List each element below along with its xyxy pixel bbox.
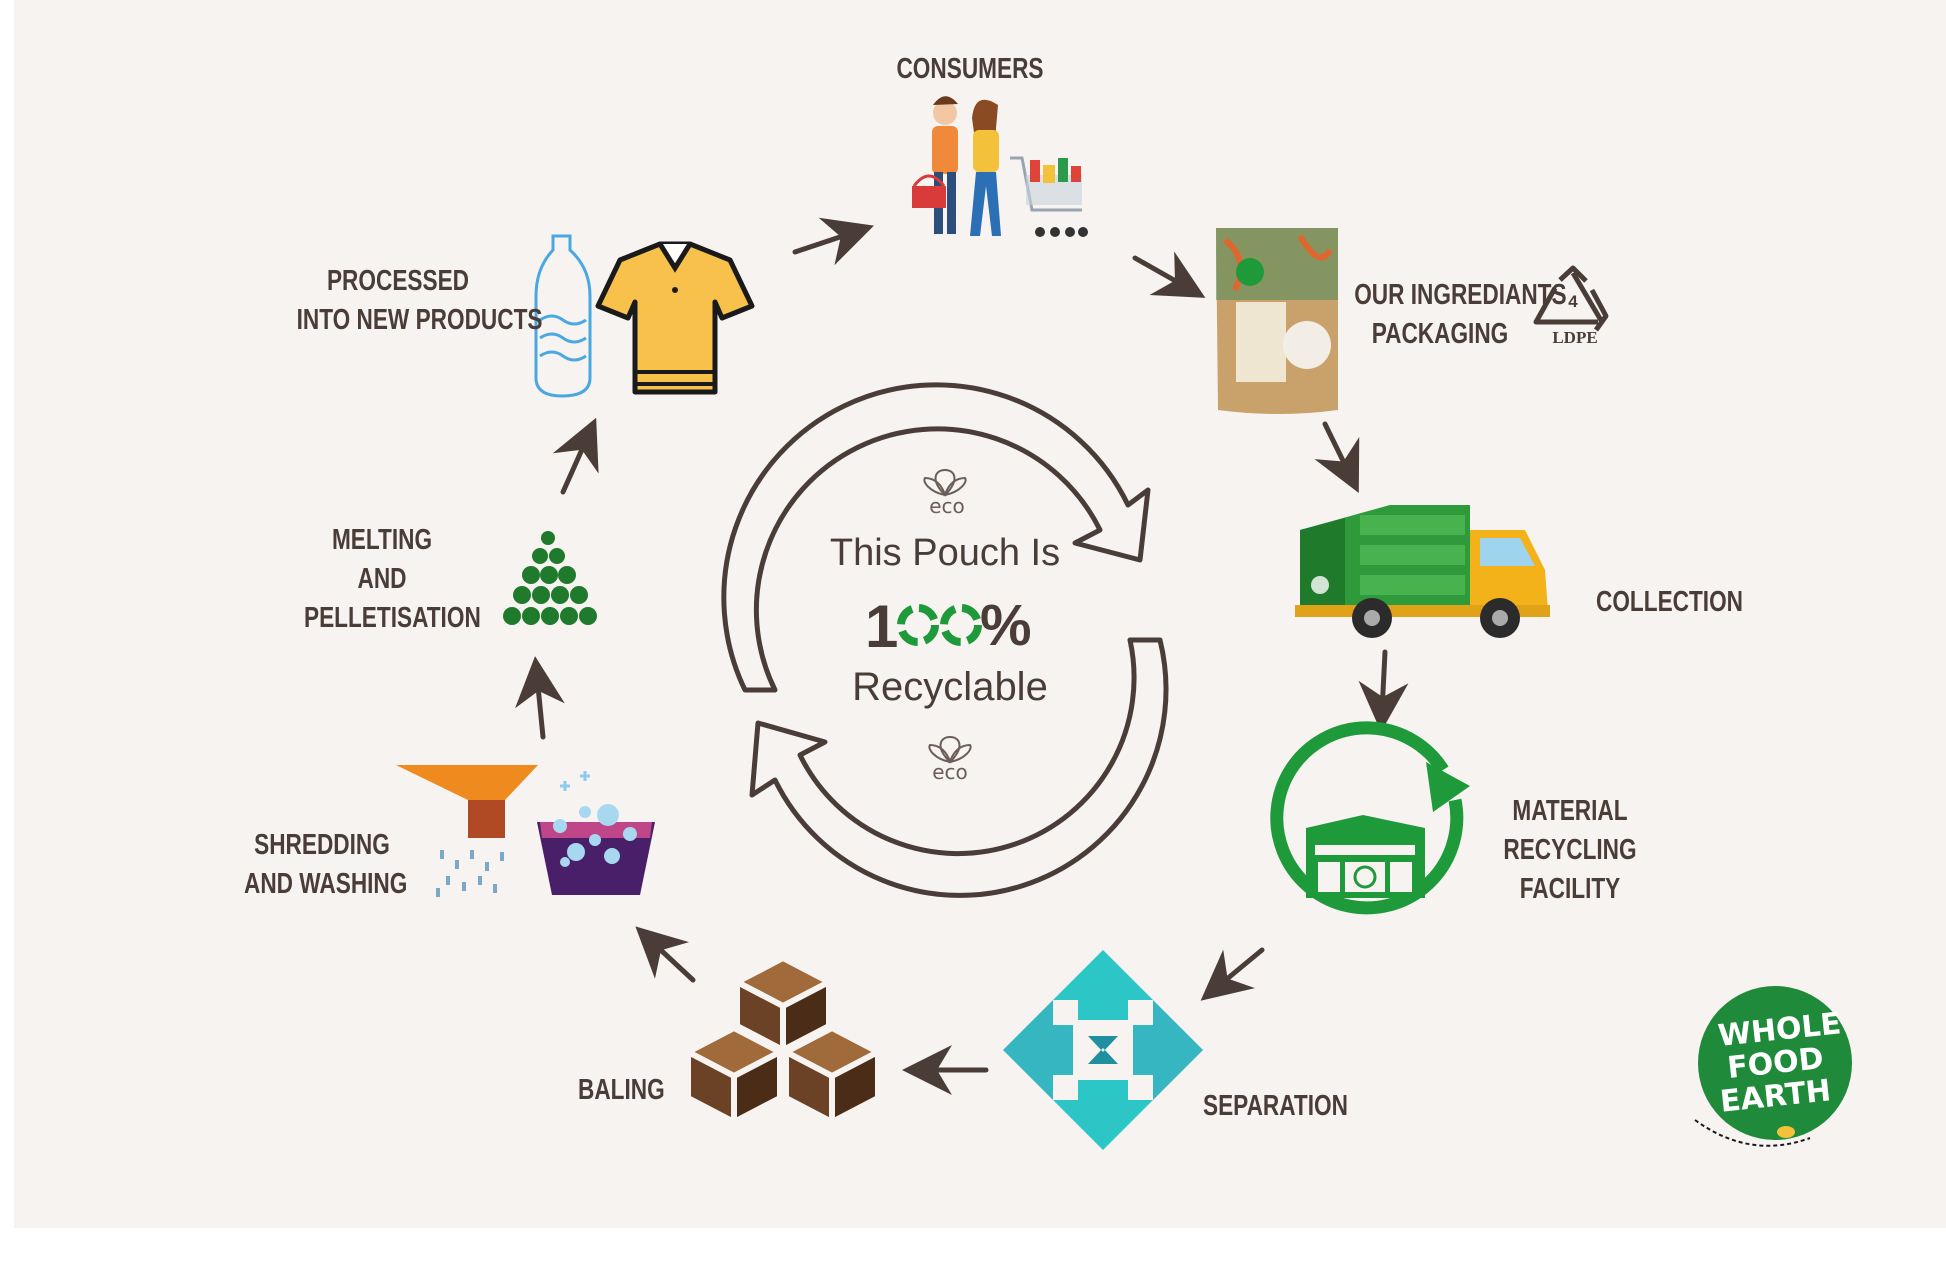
separation-icon (1003, 950, 1203, 1150)
label-mrf-line-2: RECYCLING (1503, 834, 1637, 866)
label-collection-line: COLLECTION (1596, 586, 1744, 618)
label-melting-line-3: PELLETISATION (304, 602, 481, 634)
label-mrf-line-1: MATERIAL (1512, 795, 1628, 827)
ldpe-code: LDPE (1552, 328, 1598, 347)
label-shredding: SHREDDING AND WASHING (244, 826, 408, 904)
label-consumers-line: CONSUMERS (896, 53, 1044, 85)
label-shredding-line-1: SHREDDING (254, 829, 390, 861)
eco-leaf-icon-top (923, 468, 967, 497)
flow-arrows (515, 217, 1409, 1095)
label-mrf: MATERIAL RECYCLING FACILITY (1492, 792, 1648, 909)
label-separation-line: SEPARATION (1203, 1090, 1348, 1122)
label-packaging-line-2: PACKAGING (1371, 318, 1509, 350)
arrow-packaging-to-collection (1314, 421, 1360, 493)
pellets-pyramid-icon (503, 531, 597, 625)
eco-label-bottom: eco (932, 760, 968, 784)
eco-label-top: eco (929, 494, 965, 518)
label-baling: BALING (578, 1071, 665, 1110)
consumers-icon (912, 96, 1088, 237)
label-collection: COLLECTION (1596, 583, 1743, 622)
label-shredding-line-2: AND WASHING (244, 868, 408, 900)
center-line-1: This Pouch Is (829, 532, 1061, 574)
arrow-melting-to-processed (552, 417, 599, 495)
packaging-pouch-icon (1216, 228, 1338, 414)
label-separation: SEPARATION (1203, 1087, 1348, 1126)
label-melting-line-2: AND (357, 563, 407, 595)
arrow-shredding-to-melting (515, 656, 565, 740)
label-packaging: OUR INGREDIANTS PACKAGING (1354, 276, 1567, 354)
ldpe-number: 4 (1568, 292, 1578, 311)
label-baling-line: BALING (578, 1074, 665, 1106)
baling-cubes-icon (685, 955, 881, 1125)
percent-sign: % (980, 593, 1032, 658)
bottle-and-shirt-icon (534, 234, 755, 398)
ldpe-recycle-symbol-icon (1533, 265, 1609, 332)
label-consumers: CONSUMERS (892, 50, 1048, 89)
label-processed: PROCESSED INTO NEW PRODUCTS (296, 262, 543, 340)
arrow-processed-to-consumers (792, 217, 874, 266)
whole-food-earth-logo (1694, 986, 1852, 1147)
label-melting: MELTING AND PELLETISATION (304, 521, 481, 638)
label-packaging-line-1: OUR INGREDIANTS (1354, 279, 1567, 311)
label-mrf-line-3: FACILITY (1519, 873, 1621, 905)
arrow-mrf-to-separation (1200, 947, 1265, 1001)
arrow-consumers-to-packaging (1132, 251, 1206, 298)
center-line-3: Recyclable (852, 665, 1048, 709)
arrow-baling-to-shredding (635, 926, 696, 983)
center-recycle-arrows (721, 382, 1169, 898)
eco-leaf-icon-bottom (928, 735, 972, 764)
percent-digit: 1 (865, 593, 899, 660)
percent-zeros-icon (897, 604, 982, 646)
label-processed-line-2: INTO NEW PRODUCTS (296, 304, 543, 336)
center-arrow-top (721, 382, 1151, 693)
label-melting-line-1: MELTING (331, 524, 433, 556)
garbage-truck-icon (1295, 505, 1550, 638)
arrow-collection-to-mrf (1358, 649, 1409, 732)
label-processed-line-1: PROCESSED (326, 265, 470, 297)
center-arrow-bottom (749, 637, 1169, 898)
shredding-washing-icon (396, 765, 655, 897)
material-recycling-facility-icon (1270, 721, 1470, 915)
